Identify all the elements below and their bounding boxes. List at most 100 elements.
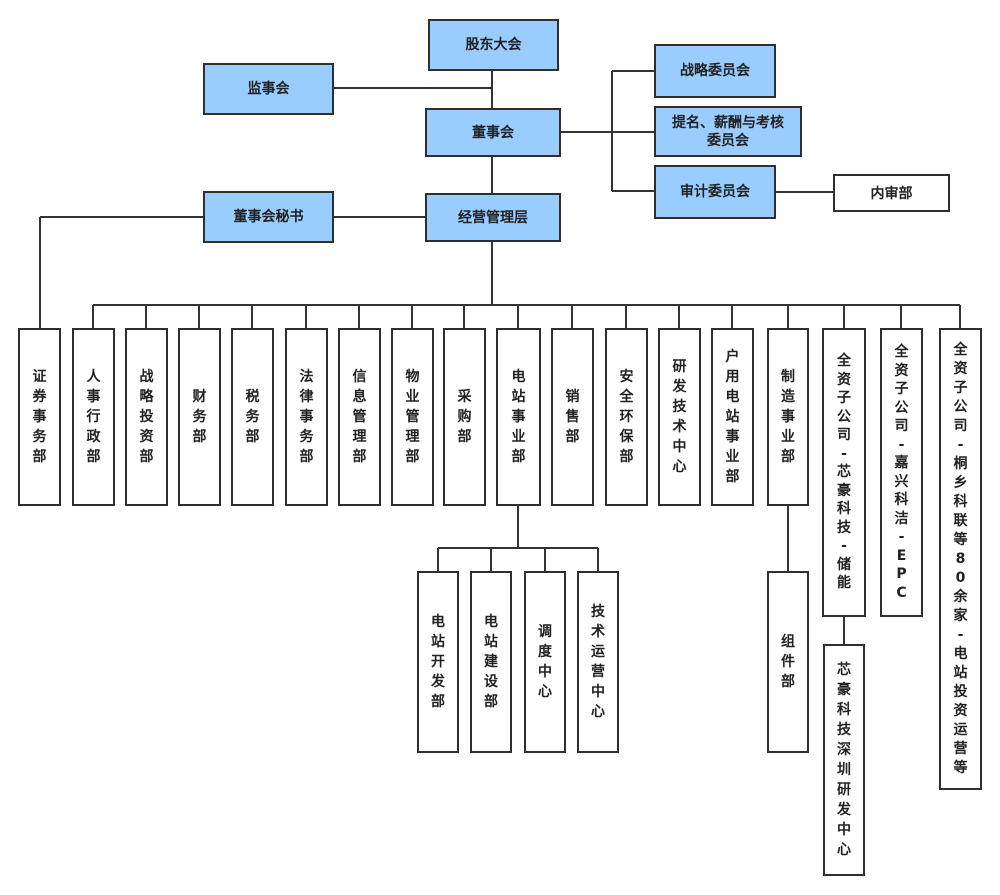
power-station-unit-box: 调度中心 bbox=[524, 571, 566, 753]
label-char: 公 bbox=[894, 399, 909, 416]
label-char: 营 bbox=[591, 664, 605, 680]
department-label: 证券事务部 bbox=[32, 367, 48, 467]
label-char: 司 bbox=[953, 417, 968, 434]
label-char: 80 bbox=[955, 550, 966, 586]
label-char: 事 bbox=[299, 409, 314, 425]
label-char: 部 bbox=[781, 449, 795, 465]
department-label: 战略投资部 bbox=[139, 367, 155, 467]
power-station-unit-box: 技术运营中心 bbox=[577, 571, 619, 753]
label-char: 兴 bbox=[894, 473, 909, 490]
component-dept-box: 组件部 bbox=[767, 571, 809, 753]
label-char: 设 bbox=[484, 674, 498, 690]
label-char: 理 bbox=[405, 429, 420, 445]
label-char: 资 bbox=[837, 371, 851, 388]
department-label: 制造事业部 bbox=[780, 367, 796, 467]
label-char: 等 bbox=[953, 531, 968, 548]
label-char: 储 bbox=[837, 556, 851, 573]
label-char: 芯 bbox=[837, 662, 851, 678]
label-char: 家 bbox=[953, 607, 968, 624]
label-char: 乡 bbox=[953, 474, 968, 491]
label-char: 行 bbox=[86, 409, 101, 425]
label-char: 电 bbox=[953, 645, 968, 662]
label-char: 圳 bbox=[837, 762, 851, 778]
label-char: 务 bbox=[299, 429, 314, 445]
component-dept-label: 组件部 bbox=[780, 632, 796, 692]
label-char: 采 bbox=[457, 389, 472, 405]
label-char: 政 bbox=[86, 429, 101, 445]
label-char: 部 bbox=[781, 674, 795, 690]
department-label: 销售部 bbox=[565, 387, 581, 447]
label-char: 站 bbox=[725, 409, 740, 425]
label-char: 技 bbox=[837, 722, 851, 738]
label-char: 公 bbox=[953, 398, 968, 415]
label-char: 技 bbox=[591, 604, 605, 620]
label-char: 部 bbox=[86, 449, 101, 465]
label-char: 战 bbox=[139, 369, 154, 385]
label-char: 营 bbox=[953, 740, 968, 757]
label-char: 略 bbox=[139, 389, 154, 405]
label-char: 开 bbox=[431, 654, 445, 670]
label-char: 资 bbox=[139, 429, 154, 445]
label-char: 中 bbox=[591, 684, 605, 700]
label-char: 资 bbox=[953, 702, 968, 719]
label-char: 中 bbox=[672, 439, 687, 455]
power-station-unit-box: 电站建设部 bbox=[470, 571, 512, 753]
label-char: - bbox=[841, 445, 847, 462]
label-char: 事 bbox=[781, 409, 795, 425]
label-char: 全 bbox=[953, 341, 968, 358]
department-box: 采购部 bbox=[443, 328, 486, 506]
label-char: 心 bbox=[837, 842, 851, 858]
label-char: 务 bbox=[32, 429, 47, 445]
label-char: 息 bbox=[352, 389, 367, 405]
label-char: 嘉 bbox=[894, 455, 909, 471]
department-box: 法律事务部 bbox=[285, 328, 328, 506]
management-box: 经营管理层 bbox=[425, 193, 561, 242]
label-char: 中 bbox=[538, 664, 552, 680]
supervisory-board-label: 监事会 bbox=[247, 81, 290, 97]
label-char: 法 bbox=[299, 369, 314, 385]
label-char: 资 bbox=[894, 362, 909, 379]
label-char: 部 bbox=[405, 449, 420, 465]
label-char: 发 bbox=[837, 802, 851, 818]
label-char: - bbox=[841, 538, 847, 555]
label-char: 建 bbox=[484, 654, 498, 670]
label-char: 券 bbox=[32, 389, 47, 405]
shareholders-meeting-label: 股东大会 bbox=[465, 37, 522, 53]
department-box: 战略投资部 bbox=[125, 328, 168, 506]
label-char: 发 bbox=[672, 379, 687, 395]
label-char: 豪 bbox=[837, 682, 851, 698]
shenzhen-rd-center-box: 芯豪科技深圳研发中心 bbox=[823, 644, 865, 876]
department-box: 销售部 bbox=[551, 328, 594, 506]
department-box: 户用电站事业部 bbox=[711, 328, 754, 506]
nomination-committee-box: 提名、薪酬与考核委员会 bbox=[654, 106, 802, 157]
label-char: 部 bbox=[725, 469, 740, 485]
label-char: 联 bbox=[953, 512, 968, 529]
label-char: 件 bbox=[781, 654, 795, 670]
department-box: 研发技术中心 bbox=[658, 328, 701, 506]
label-char: 业 bbox=[511, 429, 526, 445]
label-char: 投 bbox=[953, 683, 968, 700]
label-char: 发 bbox=[431, 674, 445, 690]
department-label: 户用电站事业部 bbox=[725, 347, 741, 487]
department-label: 物业管理部 bbox=[405, 367, 421, 467]
label-char: 子 bbox=[894, 381, 909, 397]
label-char: - bbox=[957, 626, 964, 643]
label-char: 销 bbox=[565, 389, 580, 405]
label-char: 心 bbox=[538, 684, 552, 700]
department-label: 人事行政部 bbox=[86, 367, 102, 467]
power-station-unit-label: 电站建设部 bbox=[483, 612, 499, 712]
label-char: 业 bbox=[725, 449, 740, 465]
label-char: 部 bbox=[32, 449, 47, 465]
label-char: 部 bbox=[192, 429, 207, 445]
label-char: 豪 bbox=[837, 482, 851, 499]
label-char: 运 bbox=[591, 644, 605, 660]
label-char: 事 bbox=[32, 409, 47, 425]
label-char: 用 bbox=[725, 369, 740, 385]
label-char: 部 bbox=[139, 449, 154, 465]
label-char: 部 bbox=[431, 694, 445, 710]
management-label: 经营管理层 bbox=[458, 209, 528, 226]
label-char: 务 bbox=[245, 409, 260, 425]
department-label: 安全环保部 bbox=[619, 367, 635, 467]
label-char: 部 bbox=[511, 449, 526, 465]
